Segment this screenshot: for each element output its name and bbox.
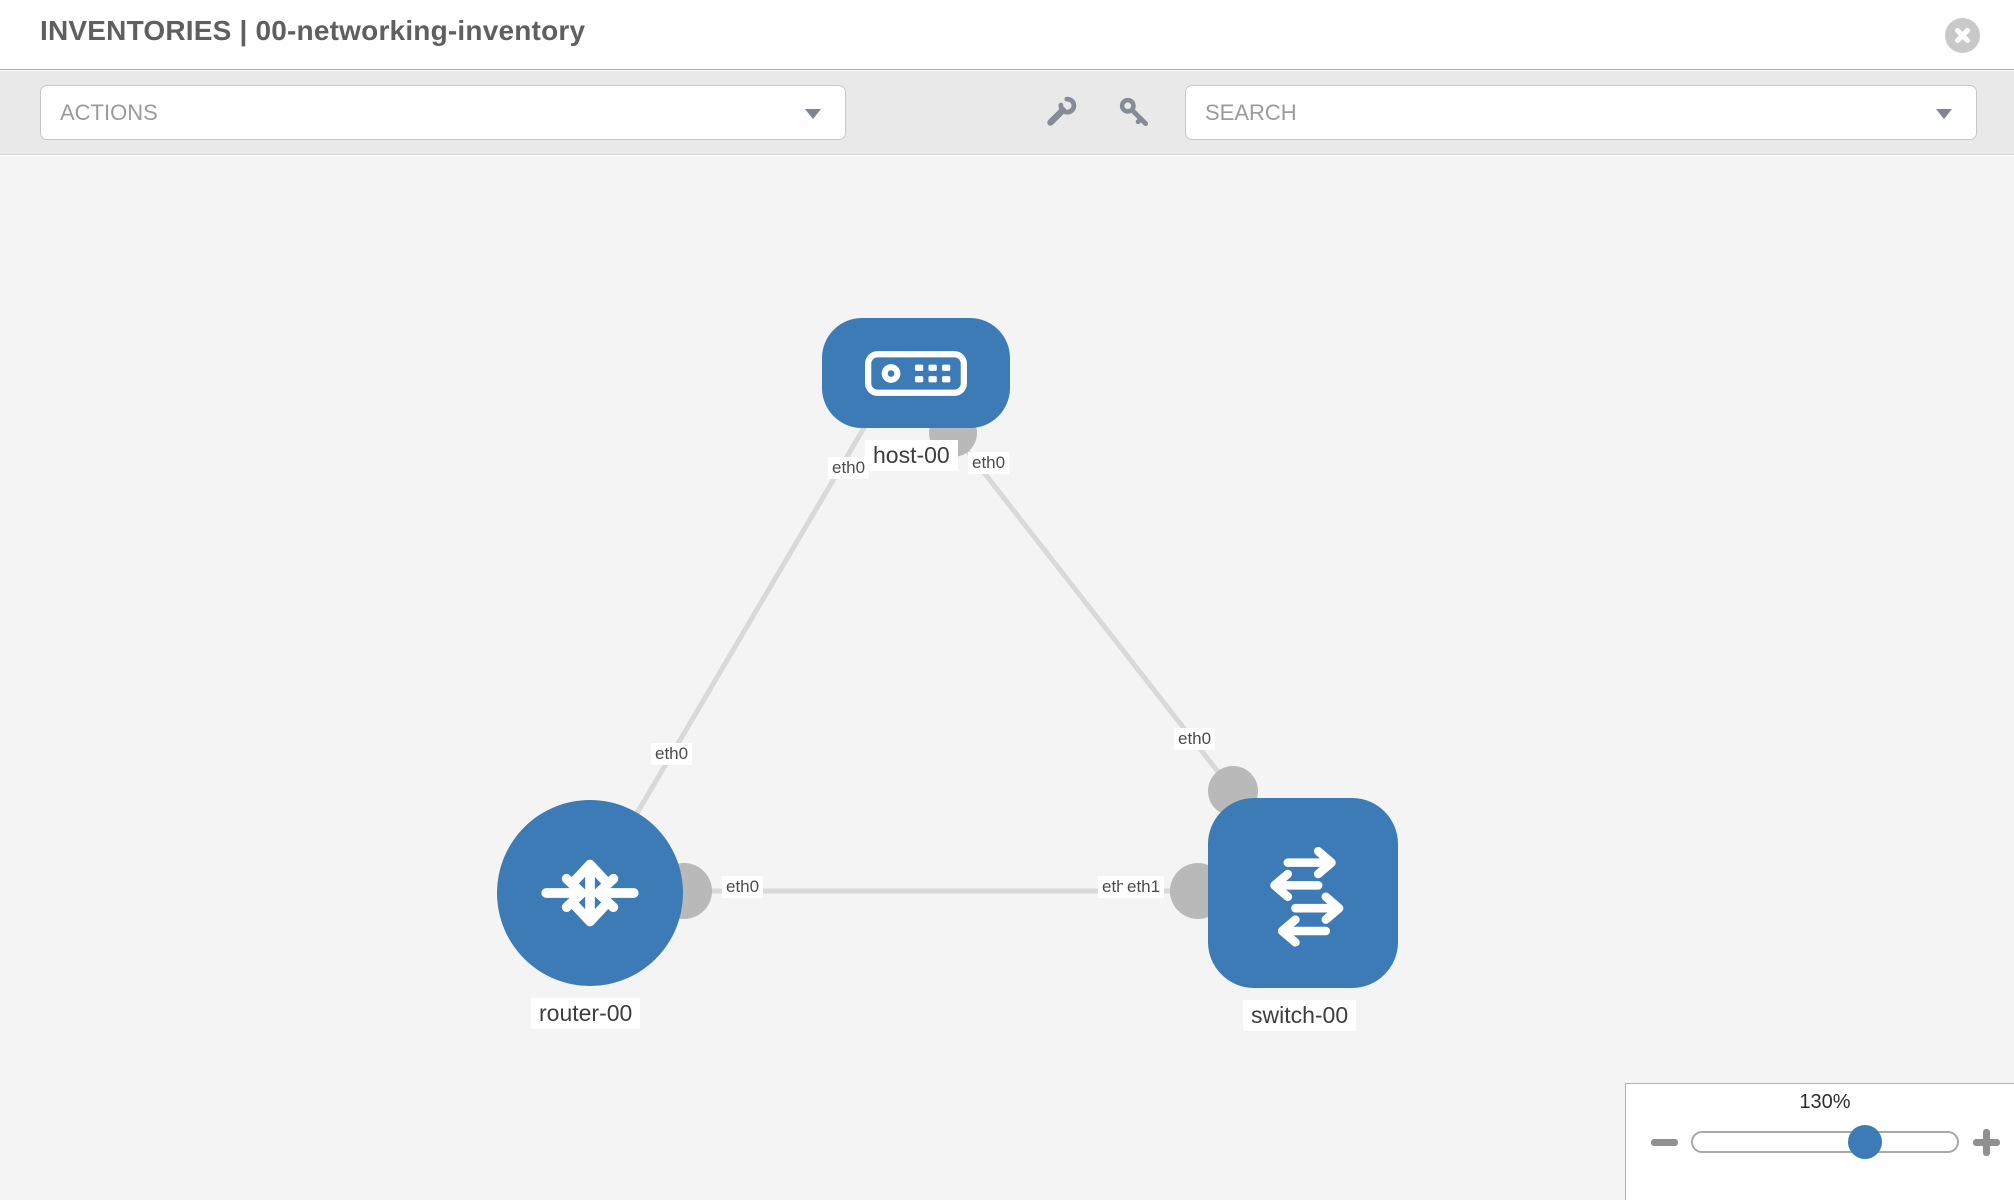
switch-icon (1270, 846, 1344, 947)
toolbar: ACTIONS SEARCH (0, 71, 2014, 155)
zoom-in-button[interactable] (1973, 1129, 2000, 1156)
link-router-host (587, 402, 881, 895)
iface-label-host-left: eth0 (828, 457, 870, 479)
key-icon (1119, 97, 1149, 127)
iface-label-router-right: eth0 (722, 876, 764, 898)
zoom-slider-handle[interactable] (1848, 1125, 1882, 1159)
wrench-icon (1047, 96, 1077, 126)
close-icon[interactable] (1945, 18, 1980, 53)
search-placeholder: SEARCH (1205, 100, 1297, 125)
search-dropdown[interactable]: SEARCH (1185, 85, 1977, 140)
zoom-slider[interactable] (1691, 1125, 1959, 1159)
wrench-button[interactable] (1044, 95, 1078, 129)
zoom-out-button[interactable] (1651, 1139, 1678, 1146)
node-router-00[interactable] (497, 800, 683, 986)
zoom-level-text: 130% (1799, 1091, 1851, 1113)
iface-label-switch-top: eth0 (1174, 728, 1216, 750)
node-label-router: router-00 (531, 998, 641, 1029)
chevron-down-icon (1936, 109, 1952, 119)
node-label-switch: switch-00 (1243, 1000, 1357, 1031)
iface-label-host-right: eth0 (968, 452, 1010, 474)
iface-label-router-up: eth0 (651, 743, 693, 765)
node-label-host: host-00 (865, 440, 958, 471)
actions-dropdown-label: ACTIONS (60, 100, 158, 125)
chevron-down-icon (805, 109, 821, 119)
page-title: INVENTORIES | 00-networking-inventory (40, 15, 586, 46)
topology-links-layer (587, 402, 1235, 895)
host-icon (865, 351, 967, 396)
topology-canvas[interactable]: host-00 router-00 switch-00 eth0 eth0 et… (0, 156, 2014, 1200)
panel-header: INVENTORIES | 00-networking-inventory (0, 0, 2014, 70)
zoom-control-panel: 130% (1625, 1083, 2014, 1200)
router-icon (541, 859, 639, 927)
iface-label-switch-left: eth1 (1123, 876, 1165, 898)
node-host-00[interactable] (822, 318, 1010, 428)
actions-dropdown[interactable]: ACTIONS (40, 85, 846, 140)
node-switch-00[interactable] (1208, 798, 1398, 988)
key-button[interactable] (1117, 95, 1151, 129)
